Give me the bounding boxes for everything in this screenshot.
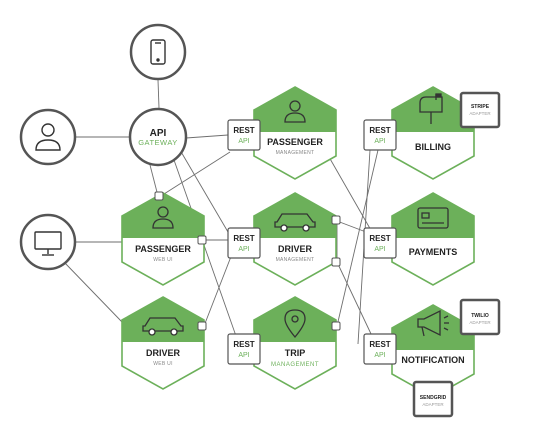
- sendgrid-adapter: SENDGRID ADAPTER: [412, 380, 454, 418]
- person-icon: [284, 100, 306, 123]
- svg-text:REST: REST: [233, 340, 254, 349]
- megaphone-icon: [417, 309, 449, 337]
- notification-service: NOTIFICATION: [391, 304, 475, 398]
- passenger-web-title: PASSENGER: [135, 244, 191, 254]
- passenger-management-title: PASSENGER: [267, 137, 323, 147]
- trip-management-subtitle: MANAGEMENT: [271, 362, 319, 368]
- twilio-adapter: TWILIO ADAPTER: [459, 298, 501, 336]
- passenger-management-subtitle: MANAGEMENT: [276, 150, 315, 156]
- port: [331, 257, 341, 267]
- line-trip-rest-billing: [336, 149, 379, 327]
- passenger-management-service: PASSENGER MANAGEMENT: [253, 86, 337, 180]
- rest-api-box: REST API: [227, 227, 261, 259]
- driver-management-title: DRIVER: [278, 244, 313, 254]
- rest-api-box: REST API: [227, 333, 261, 365]
- connector-ports: [154, 191, 341, 331]
- stripe-title: STRIPE: [471, 104, 490, 110]
- line-pmgmt-rest-pay: [324, 149, 373, 233]
- svg-text:API: API: [238, 352, 249, 359]
- svg-text:API: API: [374, 352, 385, 359]
- gateway-title: API: [150, 128, 167, 139]
- svg-text:REST: REST: [233, 126, 254, 135]
- trip-management-service: TRIP MANAGEMENT: [253, 296, 337, 390]
- desktop-client: [19, 213, 77, 271]
- svg-text:REST: REST: [369, 340, 390, 349]
- port: [331, 321, 341, 331]
- svg-text:API: API: [238, 246, 249, 253]
- twilio-subtitle: ADAPTER: [469, 320, 491, 325]
- user-icon: [35, 123, 61, 151]
- line-desktop-dweb: [63, 261, 123, 323]
- mailbox-icon: [419, 93, 443, 124]
- car-icon: [274, 213, 316, 232]
- credit-card-icon: [417, 207, 449, 229]
- svg-text:REST: REST: [369, 126, 390, 135]
- rest-api-box: REST API: [363, 227, 397, 259]
- trip-management-title: TRIP: [285, 348, 306, 358]
- port: [331, 215, 341, 225]
- port: [197, 235, 207, 245]
- rest-api-box: REST API: [363, 333, 397, 365]
- line-dmgmt-rest-pay: [336, 220, 367, 233]
- driver-web-ui-service: DRIVER WEB UI: [121, 296, 205, 390]
- port: [197, 321, 207, 331]
- port: [154, 191, 164, 201]
- payments-service: PAYMENTS: [391, 192, 475, 286]
- billing-service: BILLING: [391, 86, 475, 180]
- rest-api-box: REST API: [363, 119, 397, 151]
- payments-title: PAYMENTS: [409, 247, 458, 257]
- sendgrid-title: SENDGRID: [420, 395, 447, 401]
- driver-management-subtitle: MANAGEMENT: [276, 257, 315, 263]
- driver-web-title: DRIVER: [146, 348, 181, 358]
- map-pin-icon: [284, 309, 306, 339]
- twilio-title: TWILIO: [471, 313, 489, 319]
- passenger-web-ui-service: PASSENGER WEB UI: [121, 192, 205, 286]
- line-mobile-gateway: [157, 79, 160, 109]
- rest-api-box: REST API: [227, 119, 261, 151]
- svg-text:API: API: [238, 138, 249, 145]
- car-icon: [142, 317, 184, 336]
- line-gateway-rest3: [173, 159, 237, 337]
- line-gateway-pweb: [149, 164, 159, 197]
- billing-title: BILLING: [415, 142, 451, 152]
- line-pweb-rest1: [163, 151, 231, 195]
- mobile-client: [129, 23, 187, 81]
- stripe-subtitle: ADAPTER: [469, 111, 491, 116]
- line-gateway-rest1: [185, 134, 229, 139]
- svg-text:REST: REST: [369, 234, 390, 243]
- line-gateway-rest2: [179, 149, 229, 233]
- sendgrid-subtitle: ADAPTER: [422, 402, 444, 407]
- driver-web-subtitle: WEB UI: [153, 361, 173, 367]
- mobile-phone-icon: [150, 39, 166, 65]
- api-gateway-node: API GATEWAY: [128, 107, 188, 167]
- person-icon: [152, 206, 174, 229]
- svg-text:API: API: [374, 138, 385, 145]
- line-dmgmt-rest-notif: [336, 261, 373, 337]
- driver-management-service: DRIVER MANAGEMENT: [253, 192, 337, 286]
- svg-text:REST: REST: [233, 234, 254, 243]
- line-dweb-rest2: [203, 253, 233, 327]
- notification-title: NOTIFICATION: [401, 355, 464, 365]
- gateway-subtitle: GATEWAY: [138, 138, 178, 147]
- user-client: [19, 108, 77, 166]
- stripe-adapter: STRIPE ADAPTER: [459, 91, 501, 129]
- svg-text:API: API: [374, 246, 385, 253]
- desktop-monitor-icon: [34, 231, 62, 256]
- passenger-web-subtitle: WEB UI: [153, 257, 173, 263]
